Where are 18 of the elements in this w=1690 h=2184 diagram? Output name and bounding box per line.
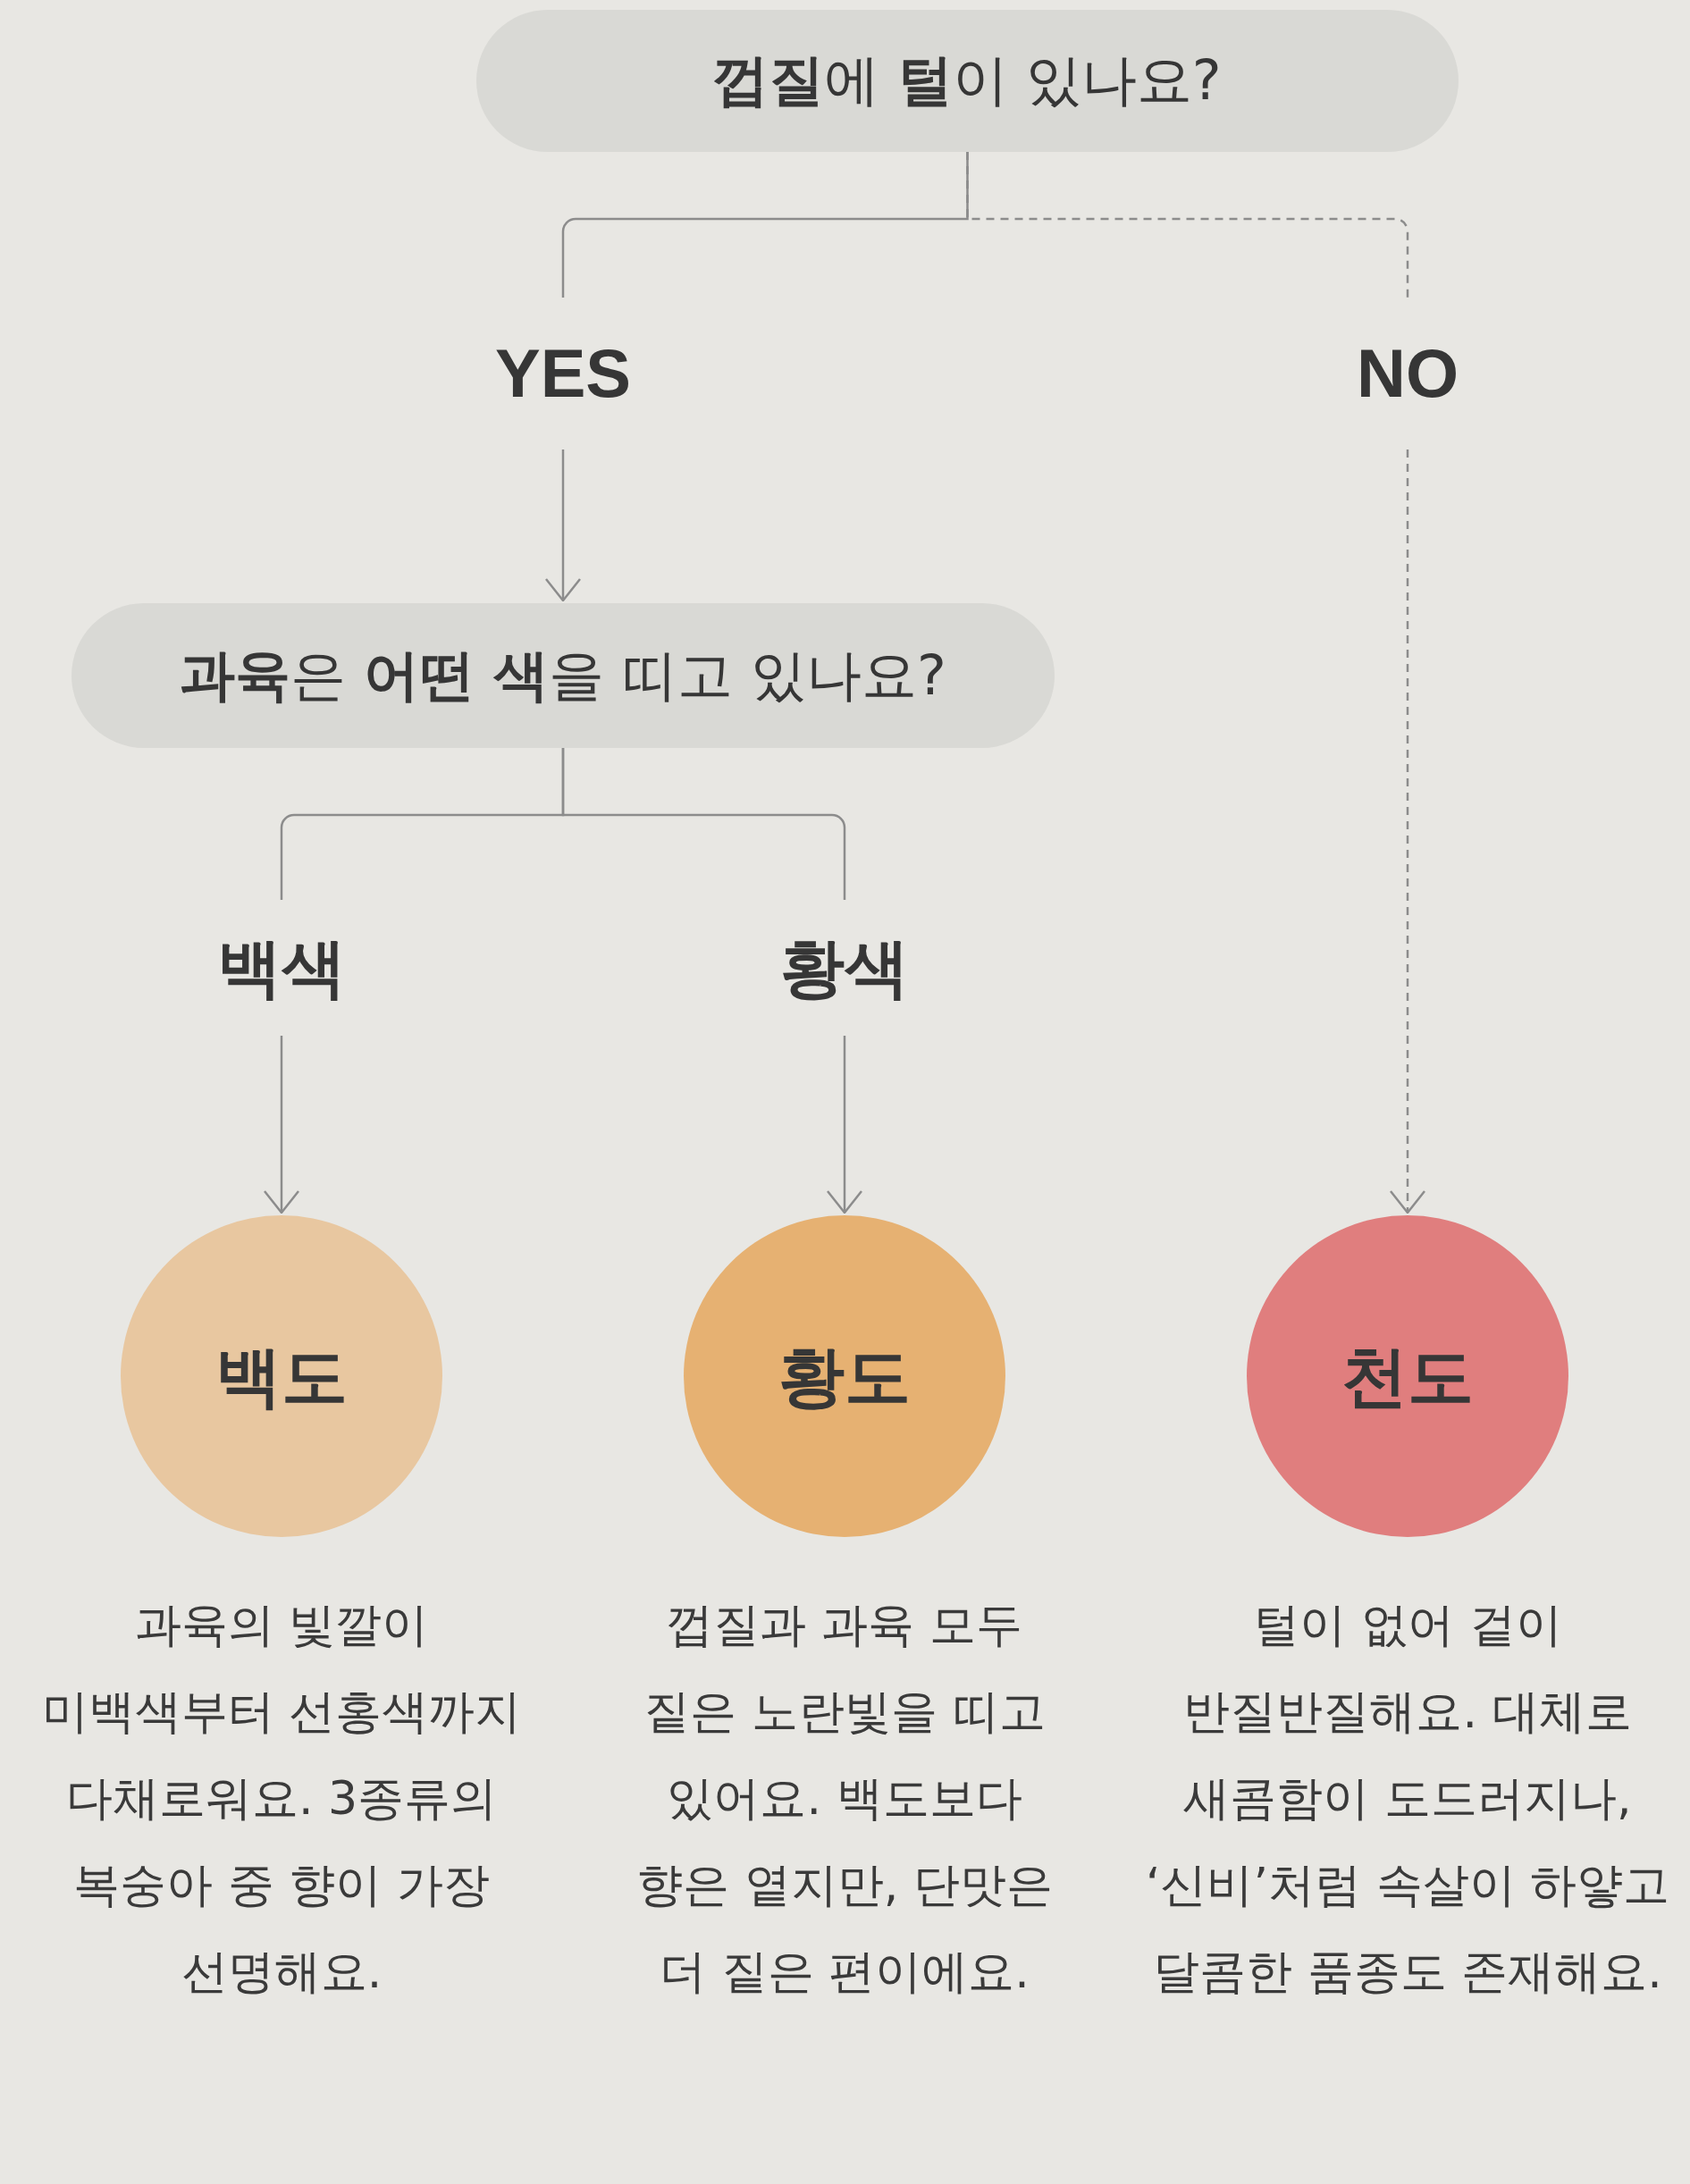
- variety-name: 천도: [1341, 1336, 1474, 1416]
- dashed-arrow: [1389, 449, 1426, 1214]
- variety-name: 황도: [778, 1336, 911, 1416]
- answer-label: NO: [1357, 334, 1459, 414]
- arrow: [263, 1036, 300, 1214]
- description-text: 과육의 빛깔이 미백색부터 선홍색까지 다채로워요. 3종류의 복숭아 중 향이 가장 선명해요.: [40, 1597, 523, 2000]
- variety-name: 백도: [215, 1336, 348, 1416]
- arrow: [544, 449, 582, 602]
- description-text: 껍질과 과육 모두 짙은 노란빛을 띠고 있어요. 백도보다 향은 옅지만, 단맛은 더 짙은 편이에요.: [635, 1597, 1054, 2000]
- arrow: [826, 1036, 863, 1214]
- answer-label: 황색: [780, 928, 909, 1007]
- description-text: 털이 없어 겉이 반질반질해요. 대체로 새콤함이 도드러지나, ‘신비’처럼 속살이 하얗고 달콤한 품종도 존재해요.: [1144, 1597, 1671, 2000]
- question-text: 과육은 어떤 색을 띠고 있나요?: [180, 642, 946, 710]
- question-text: 껍질에 털이 있나요?: [713, 47, 1222, 114]
- answer-label: YES: [494, 334, 632, 414]
- answer-label: 백색: [217, 928, 346, 1007]
- connector-line: [561, 748, 846, 900]
- dashed-connector-line: [966, 152, 1409, 298]
